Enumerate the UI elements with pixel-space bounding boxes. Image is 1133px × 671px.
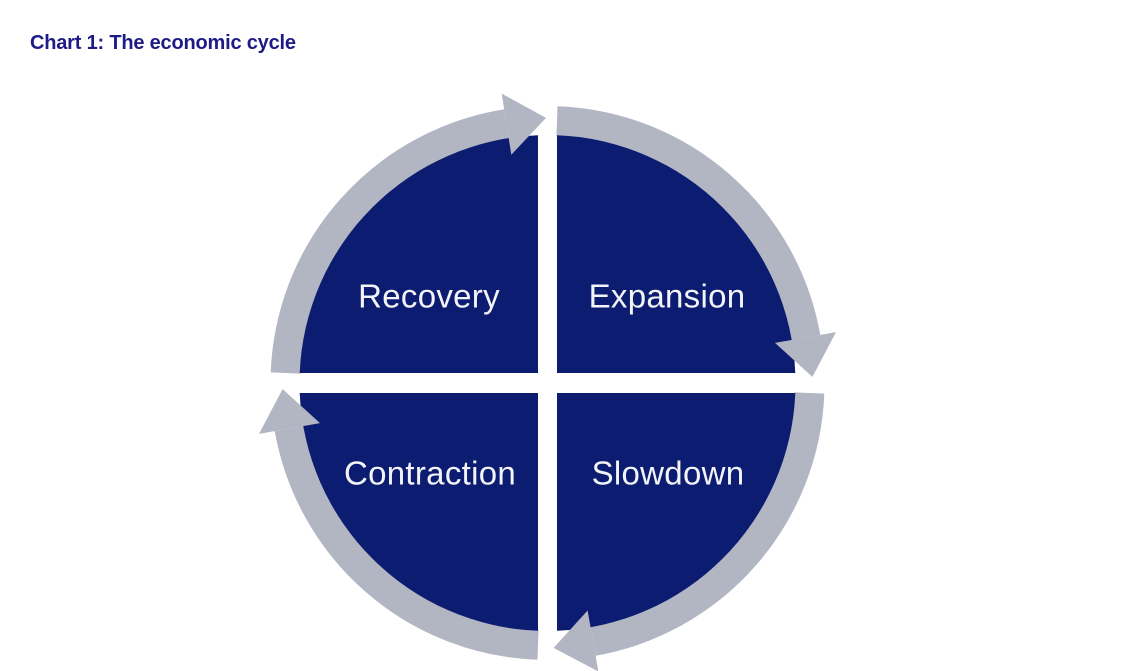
quadrant-label-expansion: Expansion	[589, 278, 746, 315]
quadrant-bottom-right	[557, 393, 796, 631]
cycle-arc-bottom-left	[274, 425, 539, 660]
cycle-arc-bottom-right	[590, 392, 825, 656]
quadrant-top-right	[557, 135, 796, 373]
quadrant-top-left	[299, 135, 538, 373]
clockwise-arrow-bottom-icon	[553, 610, 599, 671]
quadrant-bottom-left	[299, 393, 538, 631]
clockwise-arrow-right-icon	[775, 332, 836, 377]
quadrant-label-slowdown: Slowdown	[592, 455, 745, 492]
chart-title: Chart 1: The economic cycle	[30, 32, 296, 54]
clockwise-arrow-left-icon	[259, 389, 320, 434]
cycle-arc-top-right	[556, 106, 821, 341]
clockwise-arrow-top-icon	[501, 93, 546, 155]
quadrant-label-recovery: Recovery	[358, 278, 500, 315]
quadrant-label-contraction: Contraction	[344, 455, 516, 492]
cycle-arc-top-left	[270, 109, 509, 374]
